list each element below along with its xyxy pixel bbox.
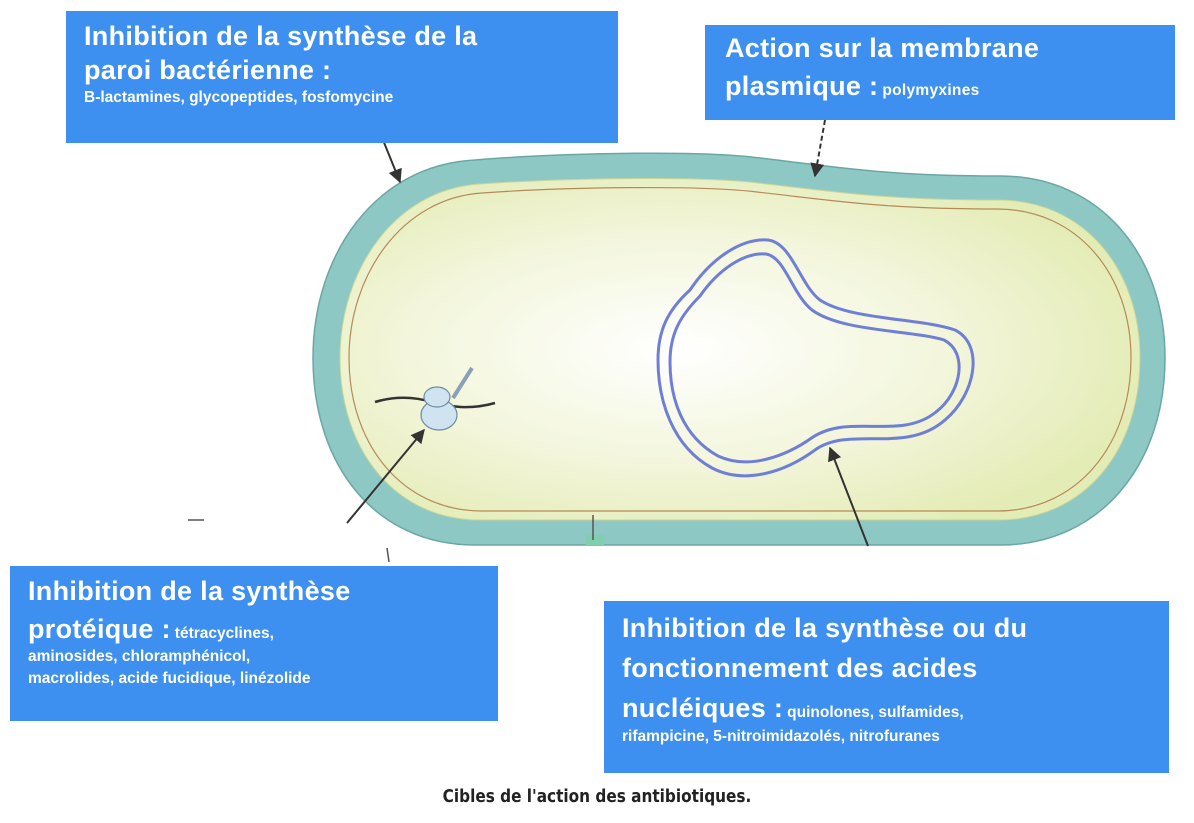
cell-wall-drugs: B-lactamines, glycopeptides, fosfomycine bbox=[84, 89, 394, 107]
stray-mark bbox=[386, 547, 390, 563]
protein-drugs-line3: macrolides, acide fucidique, linézolide bbox=[28, 669, 311, 687]
cell-wall-title-line2: paroi bactérienne : bbox=[84, 55, 332, 86]
nascent-peptide bbox=[451, 366, 474, 400]
protein-drugs-line2: aminosides, chloramphénicol, bbox=[28, 648, 251, 666]
arrow-proteique bbox=[346, 428, 425, 524]
nucleic-title-line1: Inhibition de la synthèse ou du bbox=[622, 613, 1028, 643]
label-box-nucleic-acids: Inhibition de la synthèse ou du fonction… bbox=[604, 601, 1169, 773]
membrane-drugs: polymyxines bbox=[882, 82, 980, 100]
nucleic-drugs-line2: rifampicine, 5-nitroimidazolés, nitrofur… bbox=[622, 727, 940, 745]
cytoplasm bbox=[339, 178, 1141, 521]
cell-wall-title-line1: Inhibition de la synthèse de la bbox=[84, 21, 478, 51]
label-box-cell-wall-synthesis: Inhibition de la synthèse de la paroi ba… bbox=[66, 11, 618, 143]
membrane-title-line2: plasmique : bbox=[725, 71, 879, 102]
ribosome-small-subunit bbox=[423, 386, 451, 408]
arrow-paroi bbox=[382, 139, 402, 184]
protein-title-line1: Inhibition de la synthèse bbox=[28, 576, 351, 606]
wall-defect bbox=[586, 535, 604, 545]
figure-caption: Cibles de l'action des antibiotiques. bbox=[442, 786, 752, 807]
label-box-protein-synthesis: Inhibition de la synthèse protéique :tét… bbox=[10, 566, 498, 721]
label-box-plasma-membrane: Action sur la membrane plasmique :polymy… bbox=[705, 25, 1175, 120]
nucleic-drugs-line1: quinolones, sulfamides, bbox=[787, 704, 964, 722]
nucleic-title-line2: fonctionnement des acides bbox=[622, 653, 978, 684]
dna-loop-outer bbox=[656, 238, 975, 478]
nucleic-title-line3: nucléiques : bbox=[622, 693, 784, 724]
arrow-membrane bbox=[810, 119, 826, 178]
protein-drugs-line1: tétracyclines, bbox=[174, 625, 274, 643]
dna-loop-inner bbox=[668, 252, 961, 464]
plasma-membrane bbox=[348, 186, 1132, 512]
protein-title-line2: protéique : bbox=[28, 614, 171, 645]
membrane-title-line1: Action sur la membrane bbox=[725, 33, 1040, 63]
arrow-acides bbox=[828, 446, 869, 547]
